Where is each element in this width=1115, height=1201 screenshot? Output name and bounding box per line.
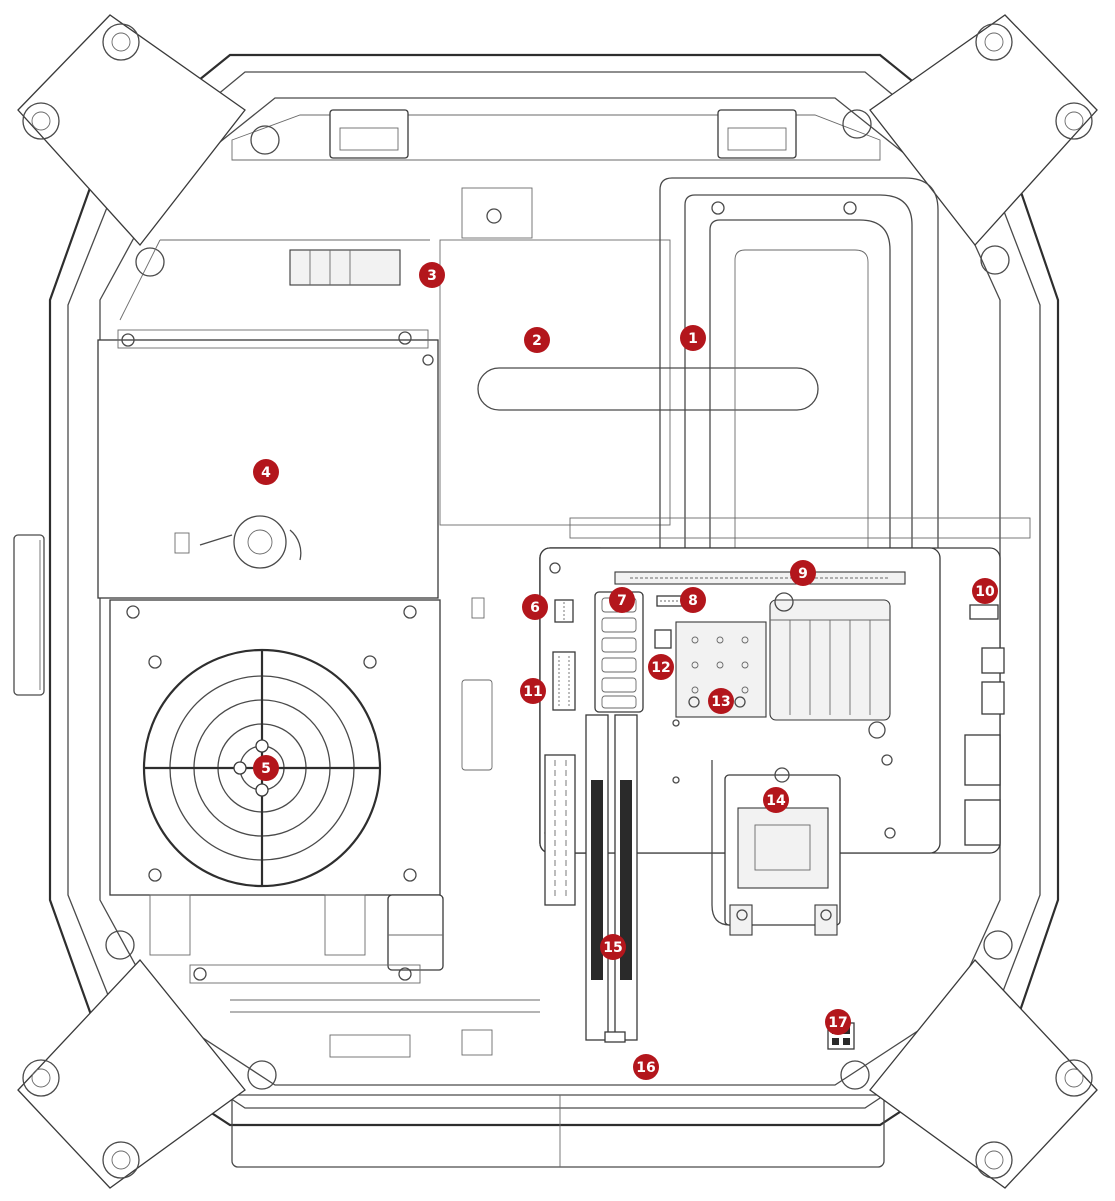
power-supply	[109, 599, 444, 971]
callout-number: 5	[261, 761, 271, 777]
callout-number: 2	[532, 333, 542, 349]
top-latch-left	[329, 109, 409, 159]
callout-dot	[790, 560, 816, 586]
callout-marker-11: 11	[520, 678, 546, 704]
callout-number: 3	[427, 268, 437, 284]
callout-marker-2: 2	[524, 327, 550, 353]
inner-bay	[119, 187, 819, 526]
callout-dot	[708, 688, 734, 714]
callout-dot	[524, 327, 550, 353]
callout-dot	[825, 1009, 851, 1035]
callout-number: 1	[688, 331, 698, 347]
riser-bracket	[569, 177, 1031, 580]
callout-dot	[609, 587, 635, 613]
callout-number: 4	[261, 465, 271, 481]
callout-marker-16: 16	[633, 1054, 659, 1080]
callout-number: 11	[523, 684, 542, 700]
motherboard	[539, 547, 1005, 1050]
callout-marker-15: 15	[600, 934, 626, 960]
callout-dot	[648, 654, 674, 680]
callout-dot	[253, 459, 279, 485]
corner-bracket-top-right	[842, 14, 1098, 275]
callout-marker-1: 1	[680, 325, 706, 351]
callout-dot	[680, 325, 706, 351]
callout-marker-8: 8	[680, 587, 706, 613]
top-latch-right	[717, 109, 797, 159]
corner-bracket-bottom-left	[17, 930, 277, 1189]
callout-marker-9: 9	[790, 560, 816, 586]
callout-number: 16	[636, 1060, 655, 1076]
callout-number: 9	[798, 566, 808, 582]
callout-dot	[763, 787, 789, 813]
callout-number: 12	[651, 660, 670, 676]
callout-number: 13	[711, 694, 730, 710]
callout-marker-13: 13	[708, 688, 734, 714]
callout-number: 7	[617, 593, 627, 609]
callout-marker-5: 5	[253, 755, 279, 781]
callout-number: 17	[828, 1015, 847, 1031]
callout-dot	[253, 755, 279, 781]
callout-number: 8	[688, 593, 698, 609]
callout-marker-14: 14	[763, 787, 789, 813]
callout-dot	[633, 1054, 659, 1080]
callout-number: 10	[975, 584, 995, 600]
fan-grille	[142, 648, 382, 888]
callout-marker-17: 17	[825, 1009, 851, 1035]
callout-dot	[520, 678, 546, 704]
callout-marker-6: 6	[522, 594, 548, 620]
corner-bracket-bottom-right	[840, 930, 1098, 1189]
callout-number: 6	[530, 600, 540, 616]
callout-marker-12: 12	[648, 654, 674, 680]
callout-marker-3: 3	[419, 262, 445, 288]
callout-dot	[680, 587, 706, 613]
corner-bracket-top-left	[17, 14, 280, 277]
callout-dot	[972, 578, 998, 604]
callout-dot	[419, 262, 445, 288]
callout-marker-10: 10	[972, 578, 998, 604]
callout-number: 14	[766, 793, 786, 809]
callout-marker-7: 7	[609, 587, 635, 613]
callout-number: 15	[603, 940, 622, 956]
callout-marker-4: 4	[253, 459, 279, 485]
callout-dot	[600, 934, 626, 960]
bottom-rails	[189, 597, 540, 1058]
callout-dot	[522, 594, 548, 620]
